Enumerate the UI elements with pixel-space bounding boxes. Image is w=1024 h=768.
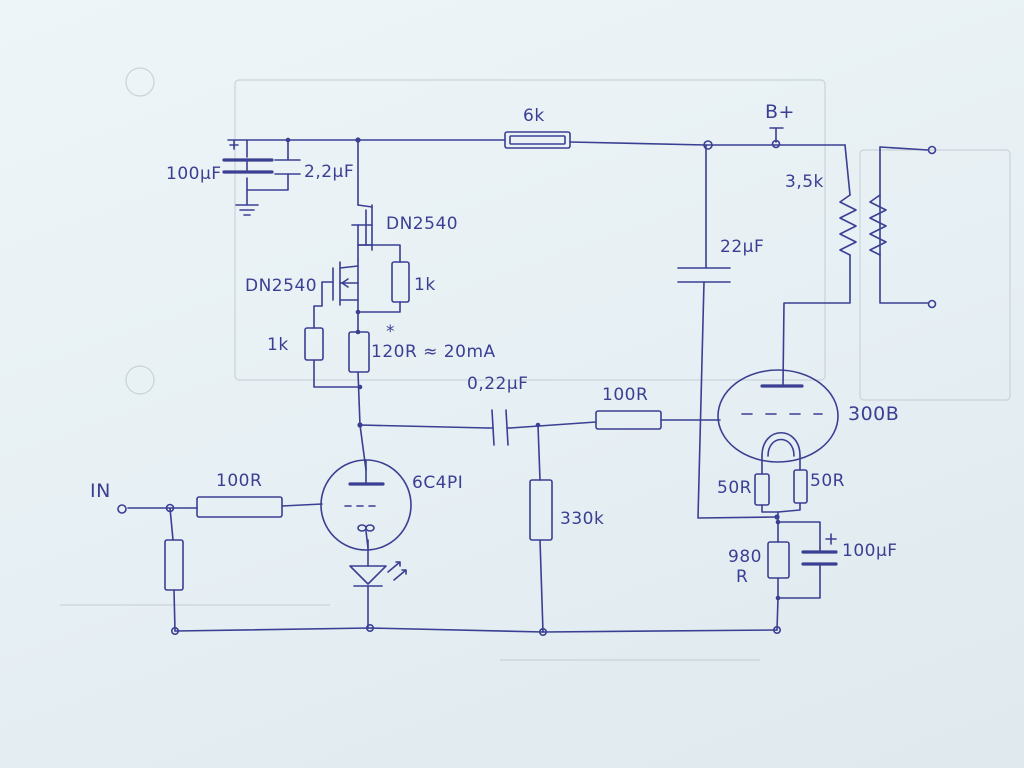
resistor-6k (504, 131, 571, 149)
mosfet-dn2540-lower (332, 261, 359, 306)
resistor-1k-right (391, 261, 410, 303)
label-980: 980 (728, 547, 762, 567)
terminals (117, 139, 937, 636)
ground-symbol (235, 199, 259, 216)
label-6k: 6k (523, 106, 545, 126)
tube-6c4p (320, 459, 412, 551)
paper-show-through (60, 67, 1011, 661)
label-50r-right: 50R (810, 471, 845, 491)
ground-junction-330k (538, 627, 547, 636)
label-22uf: 22µF (720, 237, 764, 257)
input-junction (165, 503, 175, 513)
label-100r-input: 100R (216, 471, 262, 491)
label-6c4pi: 6C4PI (412, 473, 463, 493)
label-330k: 330k (560, 509, 604, 529)
labels: 6k B+ 100µF 2,2µF DN2540 DN2540 1k 1k * … (90, 101, 899, 587)
capacitor-2-2uf (274, 156, 301, 179)
label-asterisk: * (386, 322, 395, 342)
capacitor-0-22uf (487, 409, 511, 446)
label-dn2540-lower: DN2540 (245, 276, 317, 296)
tube-300b (717, 369, 839, 463)
input-terminal (117, 504, 127, 514)
label-input: IN (90, 480, 111, 502)
node-22uf-terminal (703, 140, 713, 150)
resistor-100r-grid (595, 410, 662, 430)
transformer-secondary (869, 194, 887, 256)
resistor-1k-left (304, 327, 324, 361)
label-300b: 300B (848, 403, 899, 425)
resistor-50r-left (754, 473, 770, 506)
output-terminal-top (927, 145, 937, 155)
ground-junction-tube (365, 623, 374, 632)
capacitor-100uf-cathode (801, 533, 838, 569)
label-bplus: B+ (765, 101, 795, 123)
label-dn2540-top: DN2540 (386, 214, 458, 234)
transformer-primary-3-5k (839, 194, 857, 256)
label-50r-left: 50R (717, 478, 752, 498)
label-980-r: R (736, 567, 748, 587)
label-100r-grid: 100R (602, 385, 648, 405)
label-120r-20ma: 120R ≈ 20mA (371, 342, 496, 362)
resistor-330k (529, 479, 553, 541)
label-2-2uf: 2,2µF (304, 162, 354, 182)
resistor-100r-input (196, 496, 283, 518)
resistor-input-leak (164, 539, 184, 591)
bplus-terminal (771, 139, 781, 149)
ground-junction-right (772, 625, 781, 634)
mosfet-dn2540-top (351, 204, 373, 251)
label-100uf-supply: 100µF (166, 164, 222, 184)
led-bias (349, 561, 407, 587)
label-1k-right: 1k (414, 275, 436, 295)
output-terminal-bottom (927, 299, 937, 309)
resistor-980r (767, 541, 790, 579)
resistor-50r-right (793, 469, 808, 504)
wires (127, 127, 929, 633)
capacitor-100uf-supply (222, 140, 274, 174)
ground-junction-left (171, 626, 180, 635)
label-1k-left: 1k (267, 335, 289, 355)
label-0-22uf: 0,22µF (467, 374, 528, 394)
label-100uf-cathode: 100µF (842, 541, 898, 561)
resistor-120r (348, 331, 370, 373)
label-3-5k: 3,5k (785, 172, 824, 192)
capacitor-22uf (677, 267, 731, 283)
